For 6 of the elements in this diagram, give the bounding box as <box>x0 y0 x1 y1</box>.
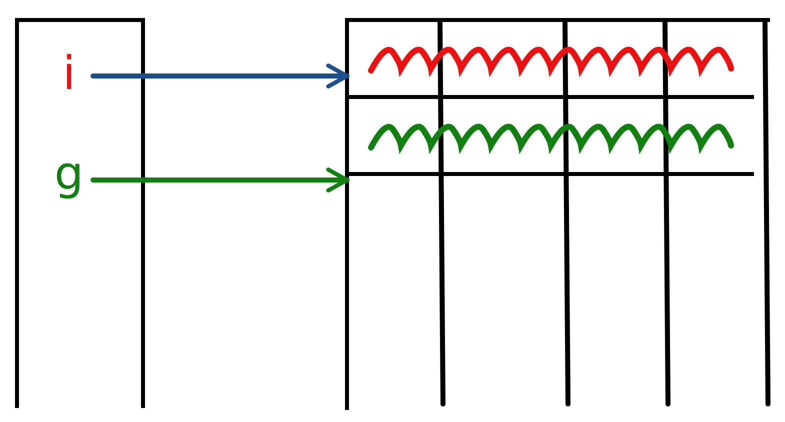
column-box <box>15 18 145 408</box>
letter-label: g <box>49 150 89 210</box>
arrow <box>90 64 350 88</box>
table-grid <box>345 18 770 410</box>
letter-label: i <box>49 50 89 102</box>
arrow <box>90 168 350 192</box>
